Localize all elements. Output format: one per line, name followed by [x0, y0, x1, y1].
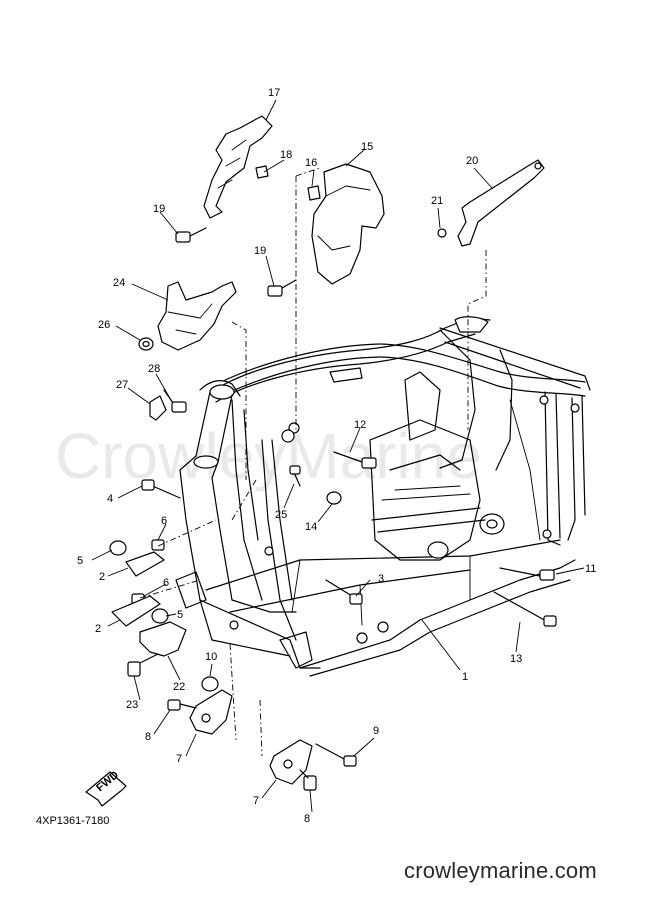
callout-28: 28 [148, 363, 160, 375]
callout-8-left: 8 [145, 731, 151, 743]
callout-4: 4 [107, 493, 113, 505]
callout-26: 26 [98, 319, 110, 331]
callout-19-upper: 19 [153, 203, 165, 215]
callout-21: 21 [431, 195, 443, 207]
callout-16: 16 [305, 157, 317, 169]
callout-11: 11 [585, 563, 596, 575]
watermark: CrowleyMarine [55, 420, 482, 492]
assembly-lines [139, 167, 487, 757]
callout-25: 25 [275, 509, 287, 521]
callout-leaders [91, 99, 585, 813]
callout-6-lower: 6 [163, 577, 169, 589]
callout-12: 12 [354, 419, 366, 431]
callout-1: 1 [462, 671, 468, 683]
fwd-arrow: FWD [85, 769, 127, 807]
callout-23: 23 [126, 699, 138, 711]
callout-3: 3 [378, 573, 384, 585]
bolt-19-lower [267, 279, 297, 297]
callout-15: 15 [361, 141, 373, 153]
bolt-19-upper [175, 227, 207, 243]
callout-17: 17 [268, 87, 280, 99]
callout-8-right: 8 [304, 813, 310, 825]
callout-10: 10 [205, 651, 217, 663]
callout-13: 13 [510, 653, 522, 665]
main-frame [175, 316, 591, 677]
callout-5-lower: 5 [177, 609, 183, 621]
callout-7-left: 7 [176, 753, 182, 765]
bracket-17 [203, 115, 273, 219]
callout-7-right: 7 [253, 795, 259, 807]
callout-27: 27 [116, 379, 128, 391]
link-rod-20 [457, 159, 545, 247]
callout-22: 22 [173, 681, 185, 693]
callout-6-upper: 6 [161, 515, 167, 527]
callout-19-lower: 19 [254, 245, 266, 257]
callout-14: 14 [305, 521, 317, 533]
callout-numbers: 17 18 16 15 20 19 21 19 24 26 28 27 12 4… [77, 87, 596, 825]
callout-20: 20 [466, 155, 478, 167]
callout-18: 18 [280, 149, 292, 161]
bracket-24 [157, 281, 237, 351]
callout-5-upper: 5 [77, 555, 83, 567]
cover-15 [311, 163, 385, 285]
callout-24: 24 [113, 277, 125, 289]
callout-2-lower: 2 [95, 623, 101, 635]
callout-2-upper: 2 [99, 571, 105, 583]
site-url[interactable]: crowleymarine.com [404, 858, 597, 883]
callout-9: 9 [373, 725, 379, 737]
diagram-code: 4XP1361-7180 [36, 815, 110, 827]
plate-7-left [189, 689, 233, 735]
